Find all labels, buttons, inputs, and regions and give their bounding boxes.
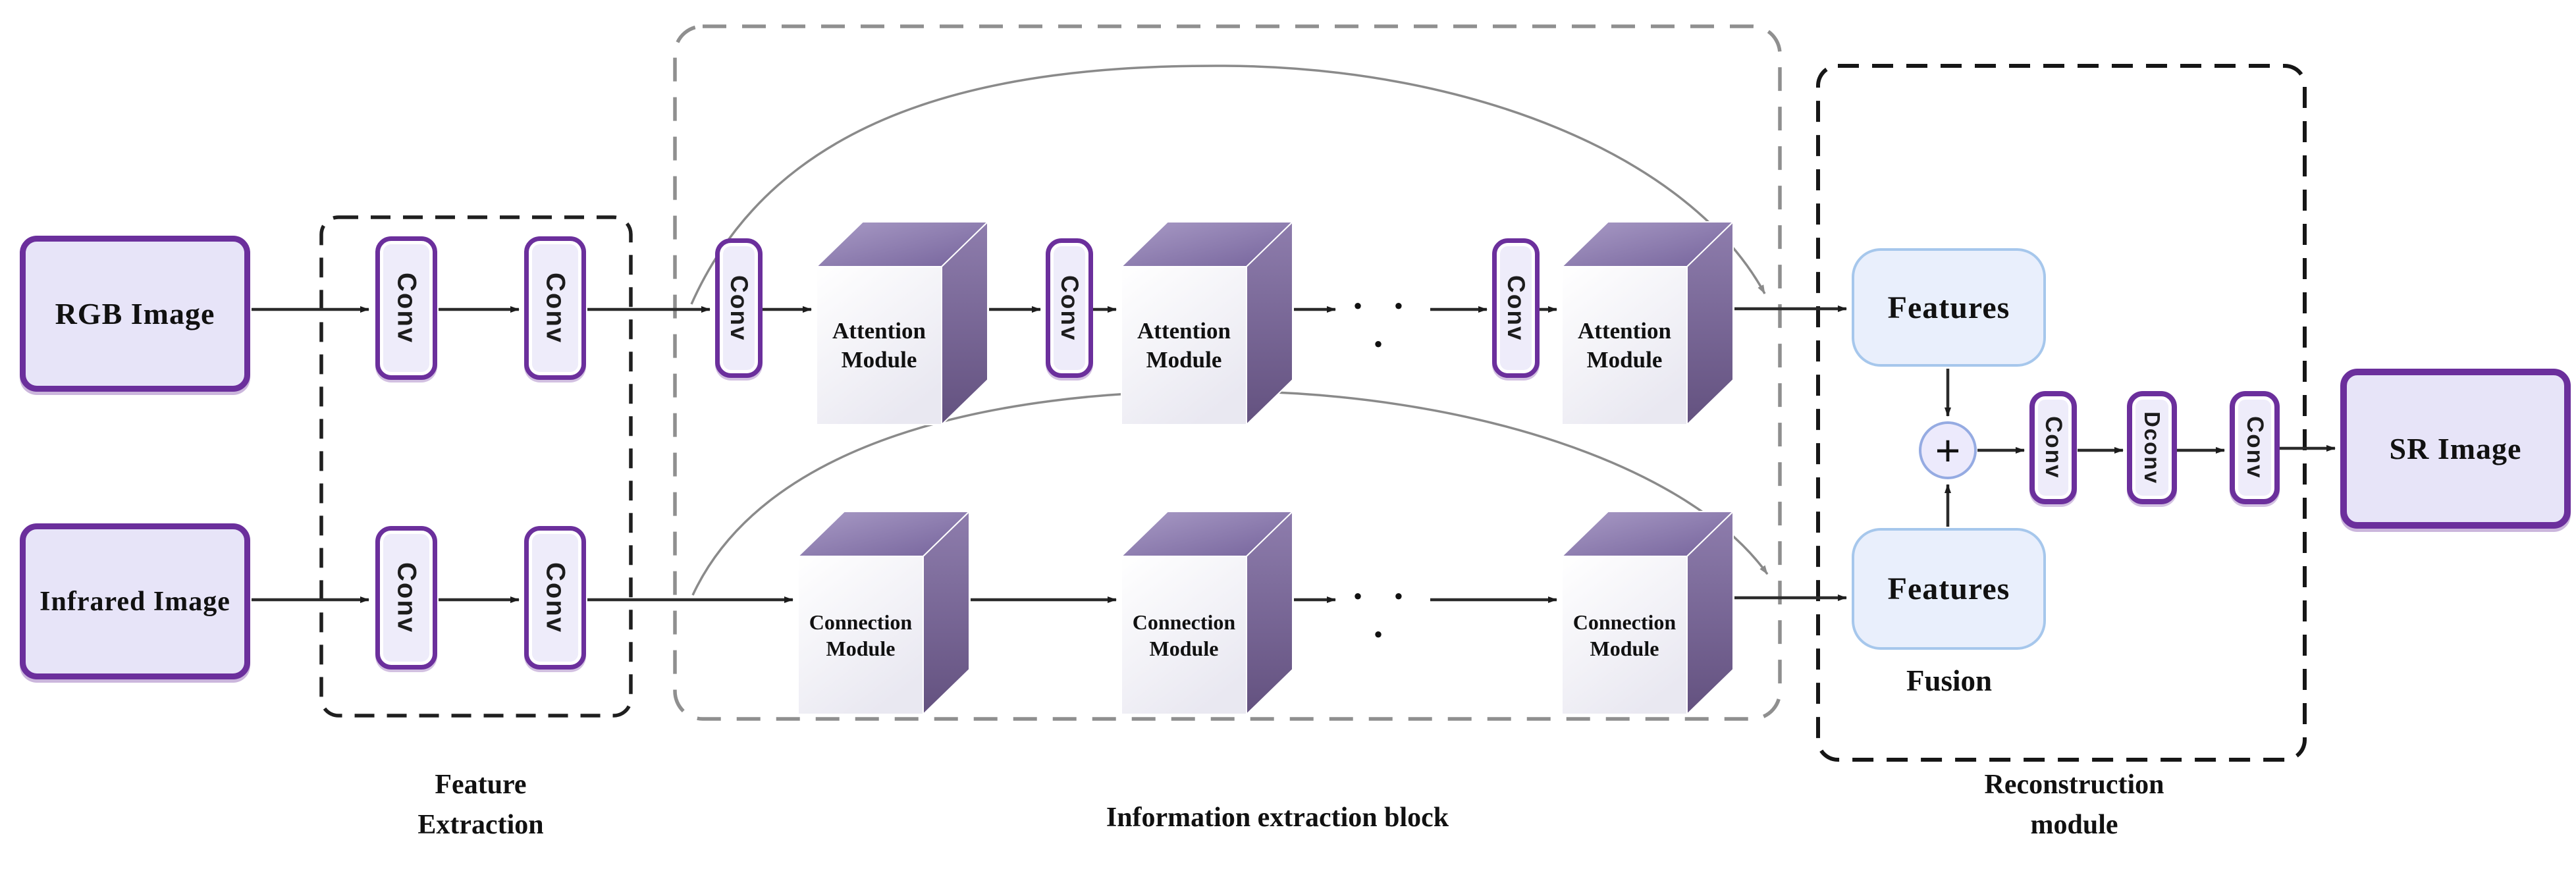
- fe-conv-bottom-2: Conv: [524, 526, 586, 670]
- features-bottom-label: Features: [1887, 571, 2010, 606]
- connection-2-line1: Connection: [1132, 610, 1236, 634]
- feature-extraction-dashed-box: [319, 215, 633, 718]
- features-top-box: Features: [1852, 248, 2046, 367]
- infrared-image-label: Infrared Image: [40, 586, 230, 617]
- fusion-caption: Fusion: [1906, 664, 1993, 697]
- connection-module-2-label: Connection Module: [1121, 556, 1247, 714]
- module-cubes: [796, 220, 1735, 716]
- reconstruction-caption-line1: Reconstruction: [1984, 770, 2164, 800]
- recon-conv-1-label: Conv: [2041, 416, 2066, 479]
- connection-1-line1: Connection: [809, 610, 913, 634]
- reconstruction-dashed-box: [1816, 64, 2307, 762]
- feature-extraction-caption-line2: Extraction: [417, 809, 544, 840]
- bottom-path-ellipsis: · · ·: [1351, 575, 1414, 656]
- reconstruction-caption: Reconstruction module: [1936, 765, 2213, 845]
- attention-module-1-label: Attention Module: [817, 267, 942, 425]
- attention-cube-1: [815, 220, 990, 427]
- rgb-image-label: RGB Image: [55, 297, 215, 330]
- fe-conv-top-2: Conv: [524, 236, 586, 380]
- sr-image-label: SR Image: [2389, 432, 2522, 465]
- connection-1-line2: Module: [826, 637, 896, 660]
- connection-cube-1: [796, 510, 971, 716]
- attention-module-2-label: Attention Module: [1121, 267, 1247, 425]
- rgb-image-box: RGB Image: [20, 236, 250, 392]
- info-conv-3-label: Conv: [1503, 275, 1530, 342]
- attention-cube-3: [1560, 220, 1735, 427]
- attention-cube-2: [1119, 220, 1295, 427]
- recon-dconv-label: Dconv: [2140, 411, 2164, 485]
- attention-module-3-label: Attention Module: [1562, 267, 1687, 425]
- info-conv-3: Conv: [1492, 238, 1540, 378]
- recon-conv-1: Conv: [2029, 391, 2077, 504]
- information-extraction-dashed-box: [673, 24, 1782, 721]
- elementwise-sum-node: +: [1919, 421, 1977, 479]
- information-block-caption: Information extraction block: [1106, 803, 1449, 833]
- connection-2-line2: Module: [1149, 637, 1219, 660]
- fe-conv-top-1-label: Conv: [392, 273, 421, 344]
- connection-cube-2: [1119, 510, 1295, 716]
- info-conv-1: Conv: [715, 238, 763, 378]
- feature-extraction-caption-line1: Feature: [435, 770, 527, 800]
- attention-1-line1: Attention: [832, 318, 926, 344]
- features-bottom-box: Features: [1852, 528, 2046, 650]
- recon-conv-2-label: Conv: [2242, 416, 2268, 479]
- fe-conv-bottom-1-label: Conv: [392, 562, 421, 633]
- attention-3-line2: Module: [1586, 347, 1663, 373]
- connection-3-line1: Connection: [1572, 610, 1677, 634]
- info-conv-1-label: Conv: [726, 275, 753, 342]
- fe-conv-bottom-1: Conv: [375, 526, 437, 670]
- top-path-ellipsis: · · ·: [1351, 284, 1414, 365]
- fe-conv-top-1: Conv: [375, 236, 437, 380]
- fe-conv-bottom-2-label: Conv: [541, 562, 570, 633]
- connection-module-3-label: Connection Module: [1562, 556, 1687, 714]
- recon-conv-2: Conv: [2230, 391, 2280, 504]
- features-top-label: Features: [1887, 290, 2010, 325]
- connection-cube-3: [1560, 510, 1735, 716]
- connection-module-1-label: Connection Module: [798, 556, 923, 714]
- sr-image-box: SR Image: [2340, 369, 2571, 529]
- attention-2-line1: Attention: [1137, 318, 1231, 344]
- feature-extraction-caption: Feature Extraction: [349, 765, 612, 845]
- info-conv-2: Conv: [1046, 238, 1093, 378]
- fe-conv-top-2-label: Conv: [541, 273, 570, 344]
- reconstruction-caption-line2: module: [2030, 809, 2118, 840]
- attention-1-line2: Module: [841, 347, 917, 373]
- recon-dconv: Dconv: [2127, 391, 2177, 504]
- infrared-image-box: Infrared Image: [20, 523, 250, 679]
- connection-3-line2: Module: [1590, 637, 1659, 660]
- attention-3-line1: Attention: [1578, 318, 1671, 344]
- attention-2-line2: Module: [1146, 347, 1222, 373]
- connector-arrows: [252, 305, 2336, 603]
- top-skip-arc: [690, 65, 1766, 305]
- info-conv-2-label: Conv: [1056, 275, 1083, 342]
